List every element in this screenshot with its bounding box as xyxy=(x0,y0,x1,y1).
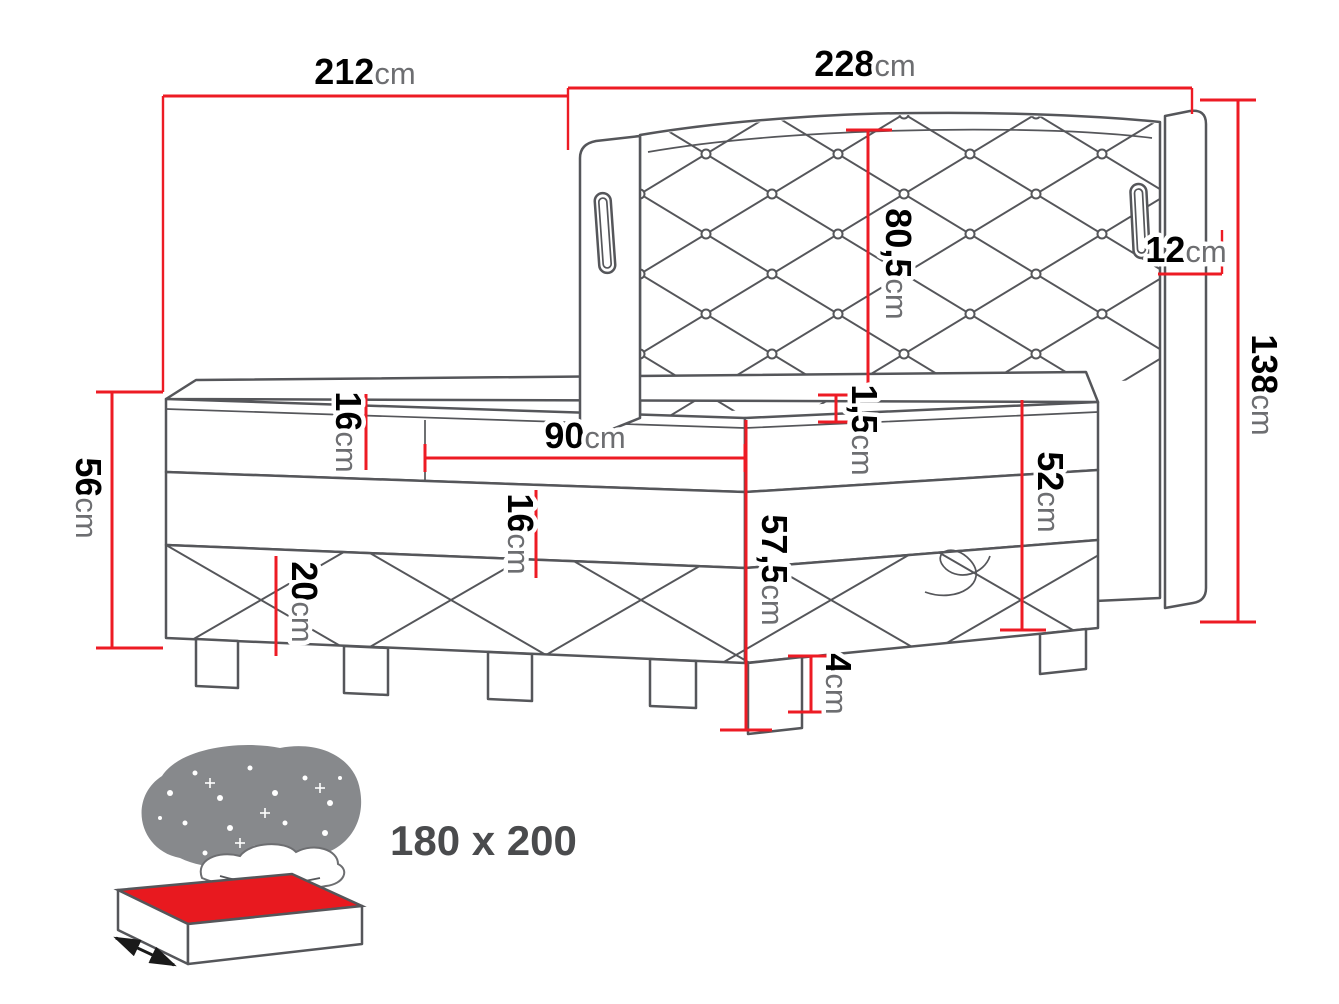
bed-foot xyxy=(1038,627,1088,676)
dimension-label: 4cm xyxy=(818,653,859,714)
dim-length-total: 212cm xyxy=(161,47,570,392)
headboard-wings xyxy=(578,109,1208,610)
dimension-label: 12cm xyxy=(1145,229,1226,270)
dim-leg-height: 4cm xyxy=(788,649,864,719)
starry-blanket xyxy=(141,745,362,868)
dimension-label: 57,5cm xyxy=(754,514,795,625)
bed-foot xyxy=(342,644,390,697)
dimension-label: 16cm xyxy=(328,391,369,472)
dim-box-thickness: 16cm xyxy=(496,489,546,579)
power-cord xyxy=(924,549,991,597)
dimension-label: 90cm xyxy=(544,415,625,456)
dimension-label: 20cm xyxy=(284,561,325,642)
bed-foot xyxy=(486,650,534,703)
bed-foot xyxy=(648,657,698,710)
dimension-label: 16cm xyxy=(500,493,541,574)
dim-width-total: 228cm xyxy=(568,39,1194,114)
base-side-quilt xyxy=(745,540,1098,663)
dim-footboard-width: 90cm xyxy=(423,411,747,472)
bed-foot xyxy=(194,637,240,690)
bed-foot-corner xyxy=(746,655,804,736)
headboard-left-wing xyxy=(578,134,642,444)
headboard-right-wing xyxy=(1163,109,1208,610)
width-arrow xyxy=(113,936,177,967)
blanket-sparkles xyxy=(205,778,325,848)
dimension-label: 80,5cm xyxy=(878,208,919,319)
dimension-label: 138cm xyxy=(1244,334,1285,435)
dim-topper-thickness: 1,5cm xyxy=(818,380,890,480)
dimension-label: 212cm xyxy=(314,51,415,92)
dim-panel-depth: 12cm xyxy=(1141,225,1231,276)
headboard-top-piping xyxy=(647,128,1153,153)
dim-headboard-height: 138cm xyxy=(1200,98,1290,624)
dim-base-panel-height: 20cm xyxy=(274,556,330,656)
dim-side-height: 52cm xyxy=(1000,400,1076,632)
dim-mattress-thickness: 16cm xyxy=(324,387,374,477)
bed-feet xyxy=(194,627,1088,736)
base-front-quilt xyxy=(166,545,745,663)
led-lamp-right-inner xyxy=(1133,188,1147,254)
icon-box-side xyxy=(186,904,364,966)
dim-end-total-height: 56cm xyxy=(64,390,163,650)
dim-headboard-above: 80,5cm xyxy=(846,128,924,398)
size-icon xyxy=(113,745,367,967)
dimension-label: 56cm xyxy=(68,457,109,538)
dim-front-total-height: 57,5cm xyxy=(720,420,800,732)
led-lamp-left-inner xyxy=(597,197,613,269)
size-label: 180 x 200 xyxy=(390,817,577,864)
dimension-label: 228cm xyxy=(814,43,915,84)
dimension-label: 1,5cm xyxy=(844,384,885,475)
headboard-tufting xyxy=(640,114,1160,418)
dimension-label: 52cm xyxy=(1030,451,1071,532)
